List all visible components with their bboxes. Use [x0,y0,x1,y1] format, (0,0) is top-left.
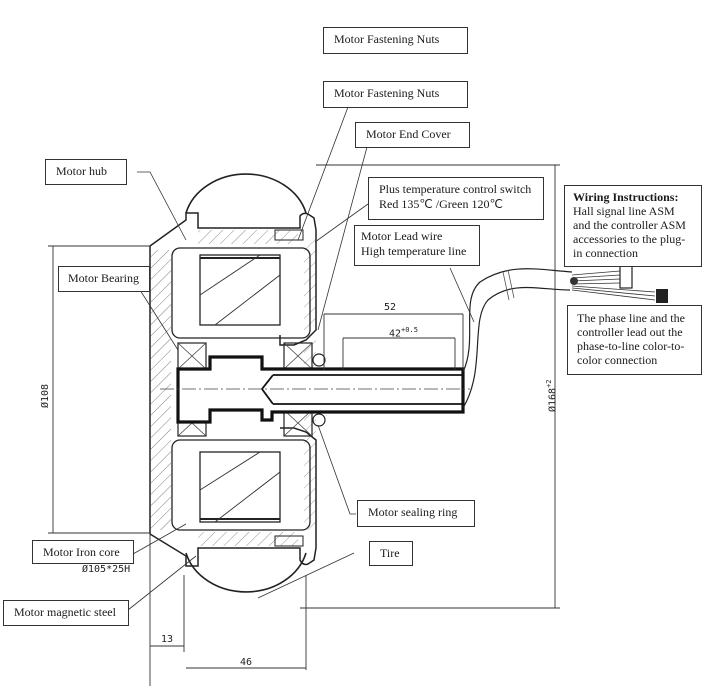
seal-ring-top [312,353,326,367]
callout-end-cover: Motor End Cover [355,122,470,148]
hall-wires [571,270,656,301]
diameter-168-tol-upper: +2 [545,379,553,388]
diameter-108-label: Ø108 [40,383,51,408]
callout-magnetic-steel: Motor magnetic steel [3,600,129,626]
callout-temperature-switch: Plus temperature control switch Red 135℃… [368,177,544,220]
leader-lines [127,106,475,611]
hub-wall-hatch [151,250,171,530]
dimension-13-label: 13 [161,634,174,645]
bearing-left-top [177,342,207,370]
temp-switch-line2: Red 135℃ /Green 120℃ [379,197,503,211]
lead-wire-cable [462,268,573,373]
tire-bottom [185,552,307,593]
callout-tire: Tire [369,541,413,566]
callout-fastening-nuts-second: Motor Fastening Nuts [323,81,468,108]
diameter-168-label: Ø168+2 [545,379,558,412]
hall-connector [619,265,633,289]
seal-ring-bottom [312,413,326,427]
dimension-46-label: 46 [240,657,253,668]
callout-iron-core: Motor Iron core [32,540,134,564]
dimension-42-label: 42+0.5 [389,326,418,339]
dimension-52-label: 52 [384,302,397,313]
temp-switch-line1: Plus temperature control switch [379,182,532,196]
callout-phase-line: The phase line and the controller lead o… [567,305,702,375]
wiring-instructions-body: Hall signal line ASM and the controller … [573,204,686,260]
iron-core-size-label: Ø105*25H [82,564,131,575]
iron-core-top [199,254,281,326]
callout-sealing-ring: Motor sealing ring [357,500,475,527]
fastening-bolt-bottom [274,535,304,547]
dimension-42-tol-upper: +0.5 [401,326,418,334]
hub-rim-hatch-top [198,230,298,244]
motor-shaft [176,355,465,424]
diameter-168-value: Ø168 [547,387,559,412]
callout-motor-bearing: Motor Bearing [58,266,150,292]
tire-top [185,173,307,214]
callout-motor-hub: Motor hub [45,159,127,185]
phase-connector [656,289,668,303]
lead-wire-line1: Motor Lead wire [361,229,443,243]
callout-lead-wire: Motor Lead wire High temperature line [354,225,480,266]
lead-wire-line2: High temperature line [361,244,467,258]
stator-cavity-bottom [171,439,311,531]
hub-rim-hatch-bottom [198,532,298,546]
callout-wiring-instructions: Wiring Instructions: Hall signal line AS… [564,185,702,267]
wiring-instructions-title: Wiring Instructions: [573,190,679,204]
dimension-lines [48,164,560,686]
fastening-bolt-top [274,229,304,241]
iron-core-bottom [199,451,281,523]
dimension-42-value: 42 [389,328,402,340]
callout-fastening-nuts-top: Motor Fastening Nuts [323,27,468,54]
stator-cavity-top [171,247,311,339]
